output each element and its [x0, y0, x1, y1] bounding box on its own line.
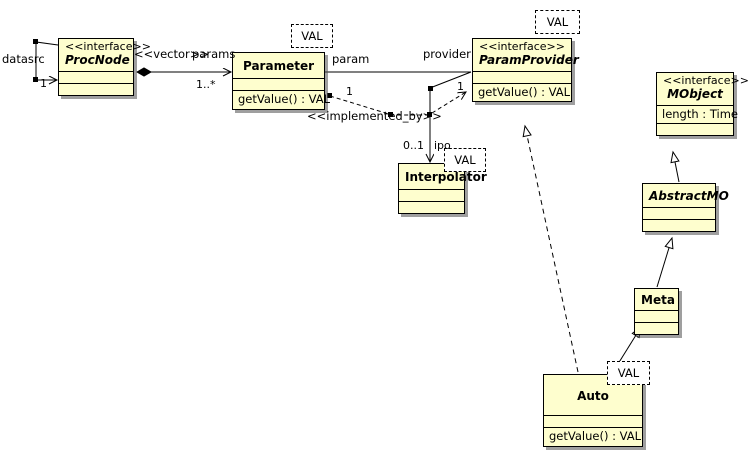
class-operations-interpolator [399, 202, 464, 213]
edge-label-param-multiplicity: 1 [346, 85, 353, 98]
class-header-parameter: Parameter [233, 53, 324, 78]
class-name-paramprovider: ParamProvider [479, 53, 579, 68]
class-separator [643, 207, 715, 209]
template-param-paramprovider-val: VAL [535, 10, 580, 34]
class-operations-procnode [59, 84, 133, 95]
edge-label-provider-role: provider [423, 47, 471, 61]
edge-auto-realizes-paramprovider [522, 124, 579, 373]
edge-label-datasrc: datasrc [2, 52, 45, 66]
edge-label-ipo-multiplicity: 0..1 [403, 139, 424, 152]
class-attributes-paramprovider [473, 72, 571, 83]
edge-label-datasrc-multiplicity: 1 [40, 77, 47, 90]
class-name-parameter: Parameter [242, 59, 315, 73]
class-name-interpolator: Interpolator [405, 170, 487, 184]
class-box-interpolator[interactable]: Interpolator [398, 163, 487, 215]
class-separator [635, 310, 678, 312]
class-box-parameter[interactable]: Parameter getValue() : VAL [232, 52, 331, 110]
class-attribute-mobject-length: length : Time [662, 106, 738, 121]
template-param-auto-val: VAL [607, 361, 650, 385]
class-operations-mobject [657, 124, 733, 135]
class-name-mobject: MObject [667, 87, 723, 102]
class-separator [643, 219, 715, 221]
class-box-mobject[interactable]: <<interface>> MObject length : Time [656, 72, 749, 137]
class-header-meta: Meta [635, 289, 678, 310]
class-header-auto: Auto [544, 375, 642, 415]
edge-procnode-params-parameter [135, 67, 231, 77]
class-separator [233, 90, 324, 92]
edge-label-provider-multiplicity: 1 [457, 80, 464, 93]
class-name-auto: Auto [577, 389, 609, 403]
class-name-meta: Meta [641, 293, 675, 307]
edge-meta-extends-abstractmo [656, 236, 674, 288]
class-attributes-procnode [59, 72, 133, 83]
class-separator [635, 322, 678, 324]
class-separator [399, 201, 464, 203]
class-separator [544, 415, 642, 417]
class-separator [544, 427, 642, 429]
class-attributes-meta [635, 311, 678, 322]
template-param-parameter-val: VAL [291, 24, 333, 48]
class-box-paramprovider[interactable]: <<interface>> ParamProvider getValue() :… [472, 38, 579, 103]
edge-label-param-role: param [332, 52, 370, 66]
edge-label-params-multiplicity: 1..* [196, 78, 216, 91]
class-header-abstractmo: AbstractMO [643, 184, 729, 207]
edge-label-implemented-by: <<implemented_by>> [307, 109, 442, 123]
class-operations-meta [635, 323, 678, 334]
class-box-auto[interactable]: Auto getValue() : VAL [543, 374, 643, 447]
edge-abstractmo-extends-mobject [670, 150, 680, 183]
class-separator [657, 104, 733, 106]
class-operations-abstractmo [643, 220, 715, 231]
class-separator [59, 70, 133, 72]
class-operation-parameter-getvalue: getValue() : VAL [238, 92, 331, 107]
class-box-procnode[interactable]: <<interface>> ProcNode [58, 38, 151, 96]
class-box-meta[interactable]: Meta [634, 288, 679, 336]
edge-label-params-role: params [192, 47, 236, 61]
edge-label-ipo-role: ipo [434, 139, 451, 152]
class-box-abstractmo[interactable]: AbstractMO [642, 183, 729, 233]
class-separator [59, 82, 133, 84]
class-separator [399, 189, 464, 191]
class-separator [473, 70, 571, 72]
class-header-interpolator: Interpolator [399, 164, 487, 189]
edge-datasrc-selfloop [33, 39, 58, 82]
class-separator [233, 78, 324, 80]
class-stereotype-paramprovider: <<interface>> [479, 40, 565, 53]
class-name-abstractmo: AbstractMO [649, 189, 729, 203]
class-stereotype-procnode: <<interface>> [65, 40, 151, 53]
class-attributes-interpolator [399, 190, 464, 201]
class-operation-paramprovider-getvalue: getValue() : VAL [478, 84, 571, 99]
edge-parameter-provider-paramprovider [325, 71, 472, 91]
class-separator [657, 123, 733, 125]
class-attributes-abstractmo [643, 208, 715, 219]
edge-label-vector-stereotype: <<vector>> [134, 47, 210, 61]
class-attributes-parameter [233, 79, 324, 90]
class-stereotype-mobject: <<interface>> [663, 74, 749, 87]
class-name-procnode: ProcNode [65, 53, 130, 68]
class-header-paramprovider: <<interface>> ParamProvider [473, 39, 579, 71]
class-separator [473, 82, 571, 84]
class-header-procnode: <<interface>> ProcNode [59, 39, 151, 71]
template-param-interpolator-val: VAL [444, 148, 486, 172]
class-attributes-auto [544, 416, 642, 427]
class-operation-auto-getvalue: getValue() : VAL [549, 429, 642, 444]
class-header-mobject: <<interface>> MObject [657, 73, 749, 105]
